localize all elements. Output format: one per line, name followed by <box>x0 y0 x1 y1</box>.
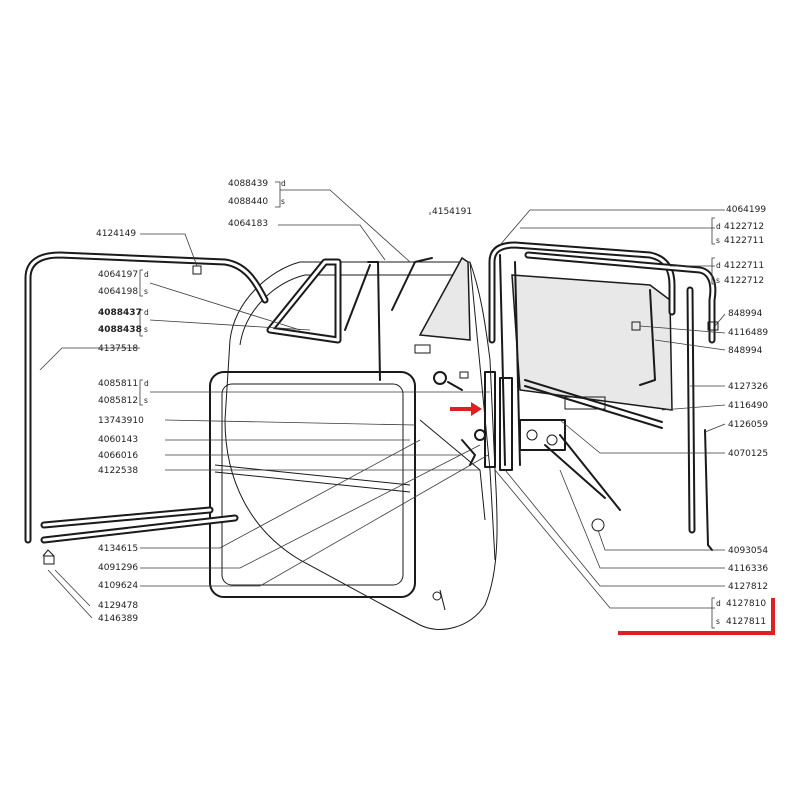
suffix-s: s <box>716 236 720 245</box>
label-4088438: 4088438 <box>98 325 142 335</box>
red-arrow-head-icon <box>471 402 482 416</box>
label-4122712b: 4122712 <box>724 276 764 286</box>
inner-trim-panel <box>209 371 416 598</box>
label-4122711b: 4122711 <box>724 261 764 271</box>
label-4127810: 4127810 <box>726 599 766 609</box>
label-848994a: 848994 <box>728 309 763 319</box>
main-window <box>488 241 717 466</box>
door-seal-outer <box>24 251 269 544</box>
label-4129478: 4129478 <box>98 601 138 611</box>
label-4122538: 4122538 <box>98 466 138 476</box>
red-highlights <box>450 402 775 635</box>
label-4066016: 4066016 <box>98 451 138 461</box>
suffix-d: d <box>716 599 721 608</box>
label-brackets <box>139 181 715 629</box>
label-4088437: 4088437 <box>98 308 142 318</box>
label-4146389: 4146389 <box>98 614 138 624</box>
label-4127326: 4127326 <box>728 382 768 392</box>
label-4122711a: 4122711 <box>724 236 764 246</box>
suffix-d: d <box>144 270 149 279</box>
clip-part <box>42 549 55 565</box>
label-4064183: 4064183 <box>228 219 268 229</box>
glass-channel-bar <box>524 379 663 429</box>
window-regulator <box>519 419 621 532</box>
label-4109624: 4109624 <box>98 581 138 591</box>
label-13743910: 13743910 <box>98 416 144 426</box>
suffix-d: d <box>281 179 286 188</box>
suffix-d: d <box>716 222 721 231</box>
vent-glass <box>418 256 471 341</box>
label-4085812: 4085812 <box>98 396 138 406</box>
label-4064197: 4064197 <box>98 270 138 280</box>
label-848994b: 848994 <box>728 346 763 356</box>
suffix-s: s <box>144 325 148 334</box>
suffix-s: s <box>281 197 285 206</box>
label-4088439: 4088439 <box>228 179 268 189</box>
suffix-s: s <box>716 617 720 626</box>
suffix-d: d <box>144 308 149 317</box>
leader-lines <box>39 189 726 619</box>
label-4127812: 4127812 <box>728 582 768 592</box>
label-4127811: 4127811 <box>726 617 766 627</box>
suffix-s: s <box>144 287 148 296</box>
label-4060143: 4060143 <box>98 435 138 445</box>
label-4116336: 4116336 <box>728 564 768 574</box>
label-4137518: 4137518 <box>98 344 138 354</box>
label-4070125: 4070125 <box>728 449 768 459</box>
label-4064198: 4064198 <box>98 287 138 297</box>
label-4088440: 4088440 <box>228 197 268 207</box>
label-4091296: 4091296 <box>98 563 138 573</box>
label-4122712a: 4122712 <box>724 222 764 232</box>
label-4093054: 4093054 <box>728 546 768 556</box>
vent-window-frame <box>266 257 433 381</box>
handle-parts <box>414 344 486 466</box>
suffix-s: s <box>716 276 720 285</box>
front-guide-channel <box>484 371 513 471</box>
part-labels: 4088439 d 4088440 s 4064183 4154191 4064… <box>96 179 768 627</box>
door-shell <box>224 261 498 630</box>
label-4085811: 4085811 <box>98 379 138 389</box>
label-4124149: 4124149 <box>96 229 136 239</box>
label-4064199: 4064199 <box>726 205 766 215</box>
suffix-s: s <box>144 396 148 405</box>
label-4116490: 4116490 <box>728 401 768 411</box>
label-4154191: 4154191 <box>432 207 472 217</box>
red-underline-highlight <box>618 598 775 635</box>
label-4126059: 4126059 <box>728 420 768 430</box>
label-4134615: 4134615 <box>98 544 138 554</box>
sill-seal-strips <box>40 506 239 544</box>
suffix-d: d <box>144 379 149 388</box>
suffix-d: d <box>716 261 721 270</box>
label-4116489: 4116489 <box>728 328 768 338</box>
